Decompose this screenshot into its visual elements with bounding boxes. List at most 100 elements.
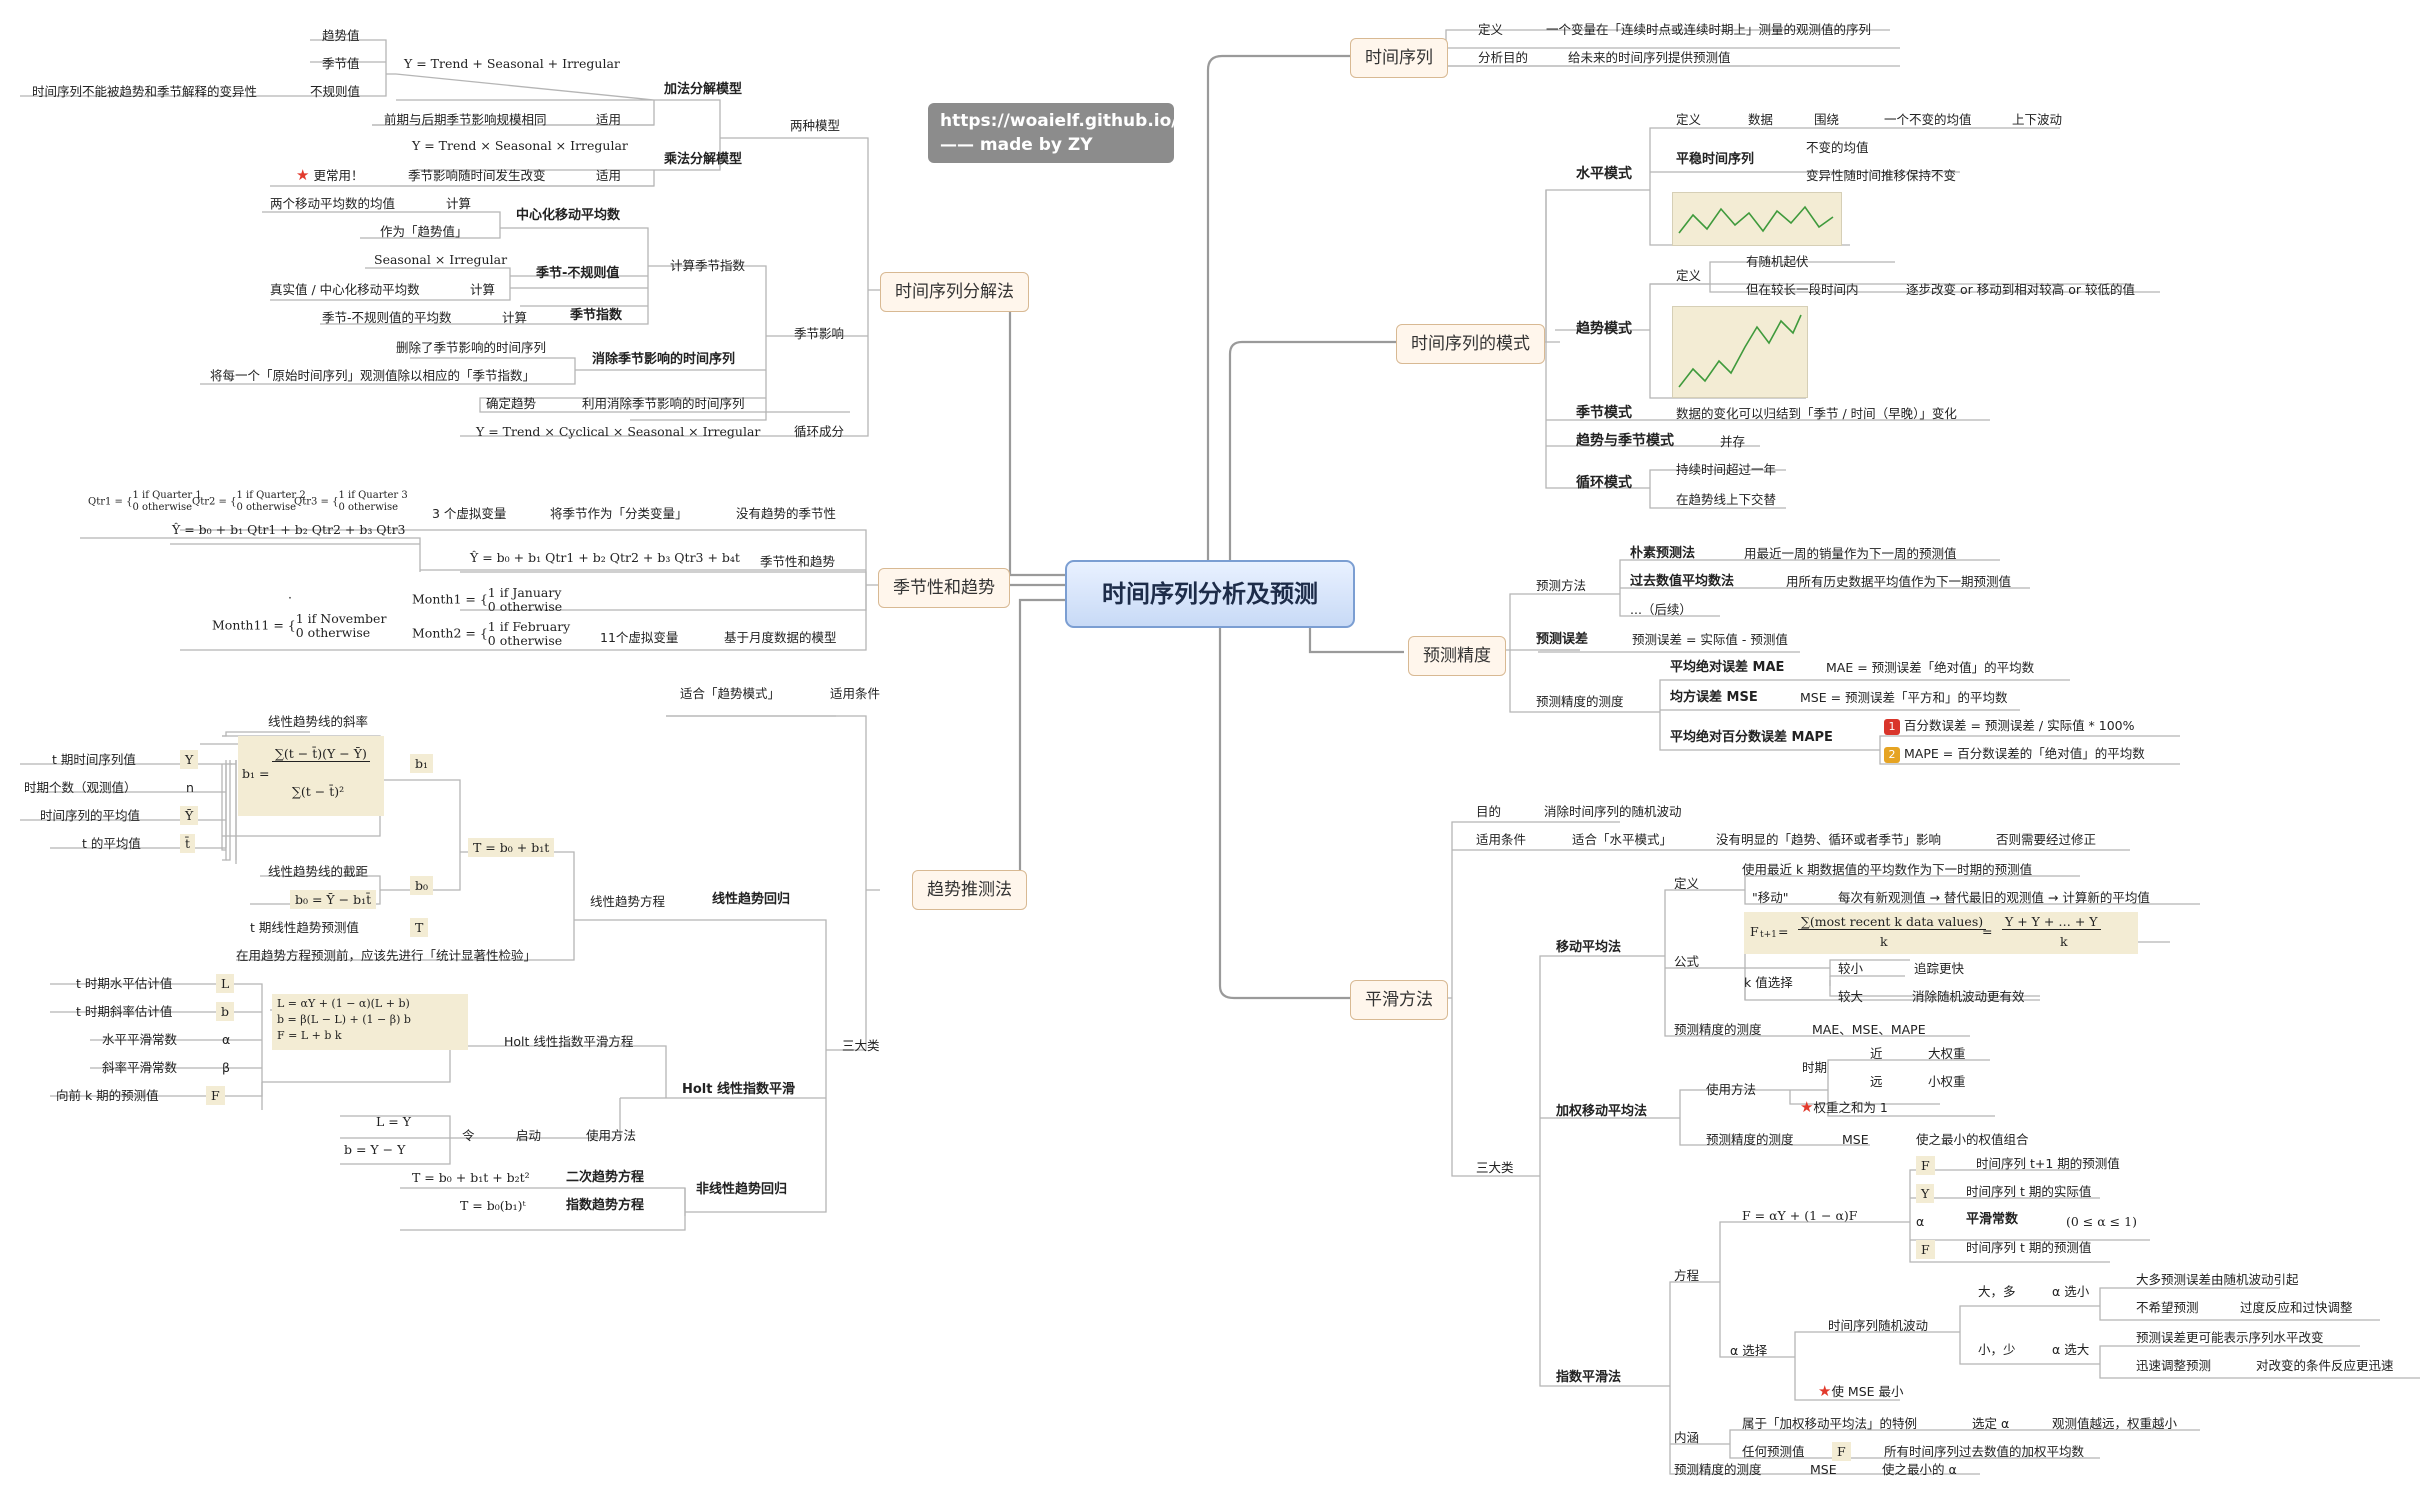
holt-equation-label: Holt 线性指数平滑方程 (504, 1034, 634, 1049)
cma-value: 两个移动平均数的均值 (270, 196, 396, 211)
qtr-equation: Ŷ = b₀ + b₁ Qtr1 + b₂ Qtr2 + b₃ Qtr3 (172, 522, 406, 537)
centered-moving-average[interactable]: 中心化移动平均数 (516, 208, 621, 223)
sidx-value: 季节-不规则值的平均数 (322, 310, 452, 325)
less-few: 小，少 (1978, 1342, 2016, 1357)
h-def-label: 定义 (1676, 112, 1702, 127)
es-equation: F = αY + (1 − α)F (1742, 1208, 1858, 1223)
smooth-aim-value: 消除时间序列的随机波动 (1544, 804, 1682, 819)
quadratic-equation: T = b₀ + b₁t + b₂t² (412, 1170, 530, 1185)
lt-label: t 时期水平估计值 (76, 976, 173, 991)
intercept-formula: b₀ = Ȳ − b₁t̄ (290, 890, 377, 909)
ma-def-1: 使用最近 k 期数据值的平均数作为下一时期的预测值 (1742, 862, 2033, 877)
additive-model[interactable]: 加法分解模型 (664, 82, 743, 97)
deseasonalized-series[interactable]: 消除季节影响的时间序列 (592, 352, 736, 367)
deseason-2: 将每一个「原始时间序列」观测值除以相应的「季节指数」 (210, 368, 536, 383)
less-2b: 对改变的条件反应更迅速 (2256, 1358, 2394, 1373)
past-average-method[interactable]: 过去数值平均数法 (1630, 574, 1735, 589)
star-icon: ★ (1800, 1098, 1814, 1116)
holt-formula-2: b = β(L − L) + (1 − β) b (277, 1013, 411, 1026)
ts-def-value: 一个变量在「连续时点或连续时期上」测量的观测值的序列 (1546, 22, 1872, 37)
branch-forecast-accuracy[interactable]: 预测精度 (1408, 636, 1506, 676)
stationary-series[interactable]: 平稳时间序列 (1676, 152, 1755, 167)
es-meaning: 内涵 (1674, 1430, 1700, 1445)
alpha-symbol: α (222, 1032, 231, 1047)
smooth-cond-value-2: 没有明显的「趋势、循环或者季节」影响 (1716, 832, 1942, 847)
wma-min: 使之最小的权值组合 (1916, 1132, 2029, 1147)
seasonal-index[interactable]: 季节指数 (570, 308, 623, 323)
cyclical-pattern[interactable]: 循环模式 (1576, 475, 1632, 491)
season-as-category: 将季节作为「分类变量」 (550, 506, 688, 521)
t-def-label: 定义 (1676, 268, 1702, 283)
weighted-moving-average[interactable]: 加权移动平均法 (1556, 1104, 1648, 1119)
quadratic-trend[interactable]: 二次趋势方程 (566, 1170, 645, 1185)
trend-seasonal-value: 并存 (1720, 434, 1746, 449)
cycle-equation: Y = Trend × Cyclical × Seasonal × Irregu… (476, 424, 761, 439)
holt-smoothing[interactable]: Holt 线性指数平滑 (682, 1082, 796, 1097)
branch-smoothing[interactable]: 平滑方法 (1350, 980, 1448, 1020)
slope-formula-den: ∑(t − t̄)² (292, 784, 345, 799)
h-around: 围绕 (1814, 112, 1840, 127)
branch-seasonality-trend[interactable]: 季节性和趋势 (878, 568, 1010, 608)
branch-ts-patterns[interactable]: 时间序列的模式 (1396, 324, 1545, 364)
wma-weights-sum: ★权重之和为 1 (1800, 1098, 1888, 1116)
large-1: 大多预测误差由随机波动引起 (2136, 1272, 2299, 1287)
trend-seasonal-pattern[interactable]: 趋势与季节模式 (1576, 433, 1674, 449)
wma-period: 时期 (1802, 1060, 1828, 1075)
es-f1-symbol: F (1916, 1156, 1935, 1175)
trend-pattern-chart (1672, 306, 1808, 398)
mape-1-text: 百分数误差 = 预测误差 / 实际值 * 100% (1904, 718, 2135, 733)
ma-formula-den: k (1880, 934, 1888, 949)
beta-symbol: β (222, 1060, 230, 1075)
yt-label: t 期时间序列值 (52, 752, 136, 767)
badge-1: 1 (1884, 719, 1900, 735)
naive-method[interactable]: 朴素预测法 (1630, 546, 1696, 561)
horizontal-pattern[interactable]: 水平模式 (1576, 166, 1632, 182)
multiplicative-model[interactable]: 乘法分解模型 (664, 152, 743, 167)
less-2: 迅速调整预测 (2136, 1358, 2212, 1373)
significance-check: 在用趋势方程预测前，应该先进行「统计显著性检验」 (236, 948, 537, 963)
n-symbol: n (186, 780, 194, 795)
es-meaning-2: 任何预测值 (1742, 1444, 1805, 1459)
linear-trend-regression[interactable]: 线性趋势回归 (712, 892, 791, 907)
branch-decomposition[interactable]: 时间序列分解法 (880, 272, 1029, 312)
mape[interactable]: 平均绝对百分数误差 MAPE (1670, 730, 1833, 745)
later-methods: ...（后续） (1630, 602, 1692, 617)
es-equation-label: 方程 (1674, 1268, 1700, 1283)
wma-near: 近 (1870, 1046, 1883, 1061)
random-fluctuation: 时间序列随机波动 (1828, 1318, 1929, 1333)
es-alpha-symbol: α (1916, 1214, 1925, 1229)
nonlinear-trend-regression[interactable]: 非线性趋势回归 (696, 1182, 788, 1197)
ts-goal-label: 分析目的 (1478, 50, 1529, 65)
ma-formula-lhs: F (1750, 924, 1759, 939)
seasonal-pattern[interactable]: 季节模式 (1576, 405, 1632, 421)
holt-formula: L = αY + (1 − α)(L + b) b = β(L − L) + (… (272, 994, 468, 1050)
mae[interactable]: 平均绝对误差 MAE (1670, 660, 1785, 675)
moving-average[interactable]: 移动平均法 (1556, 940, 1622, 955)
seasonal-value: 季节值 (322, 56, 360, 71)
alpha-small: α 选小 (2052, 1284, 2090, 1299)
mse[interactable]: 均方误差 MSE (1670, 690, 1758, 705)
seasonal-effect: 季节影响 (794, 326, 845, 341)
branch-time-series[interactable]: 时间序列 (1350, 38, 1448, 78)
exponential-trend[interactable]: 指数趋势方程 (566, 1198, 645, 1213)
stationary-1: 不变的均值 (1806, 140, 1869, 155)
tt-pred-label: t 期线性趋势预测值 (250, 920, 359, 935)
holt-init-l: L = Y (376, 1114, 411, 1129)
es-y-value: 时间序列 t 期的实际值 (1966, 1184, 2092, 1199)
ybar-symbol: Ȳ (180, 806, 199, 825)
less-1: 预测误差更可能表示序列水平改变 (2136, 1330, 2324, 1345)
accuracy-measure: 预测精度的测度 (1536, 694, 1624, 709)
cycle-1: 持续时间超过一年 (1676, 462, 1777, 477)
star-icon: ★ (296, 166, 310, 184)
branch-trend-projection[interactable]: 趋势推测法 (912, 870, 1027, 910)
smooth-three-classes: 三大类 (1476, 1160, 1514, 1175)
exponential-smoothing[interactable]: 指数平滑法 (1556, 1370, 1622, 1385)
trend-pattern[interactable]: 趋势模式 (1576, 321, 1632, 337)
smooth-cond-label: 适用条件 (1476, 832, 1527, 847)
root-topic[interactable]: 时间序列分析及预测 (1065, 560, 1355, 628)
forecast-error[interactable]: 预测误差 (1536, 632, 1589, 647)
seasonal-irregular[interactable]: 季节-不规则值 (536, 266, 620, 281)
